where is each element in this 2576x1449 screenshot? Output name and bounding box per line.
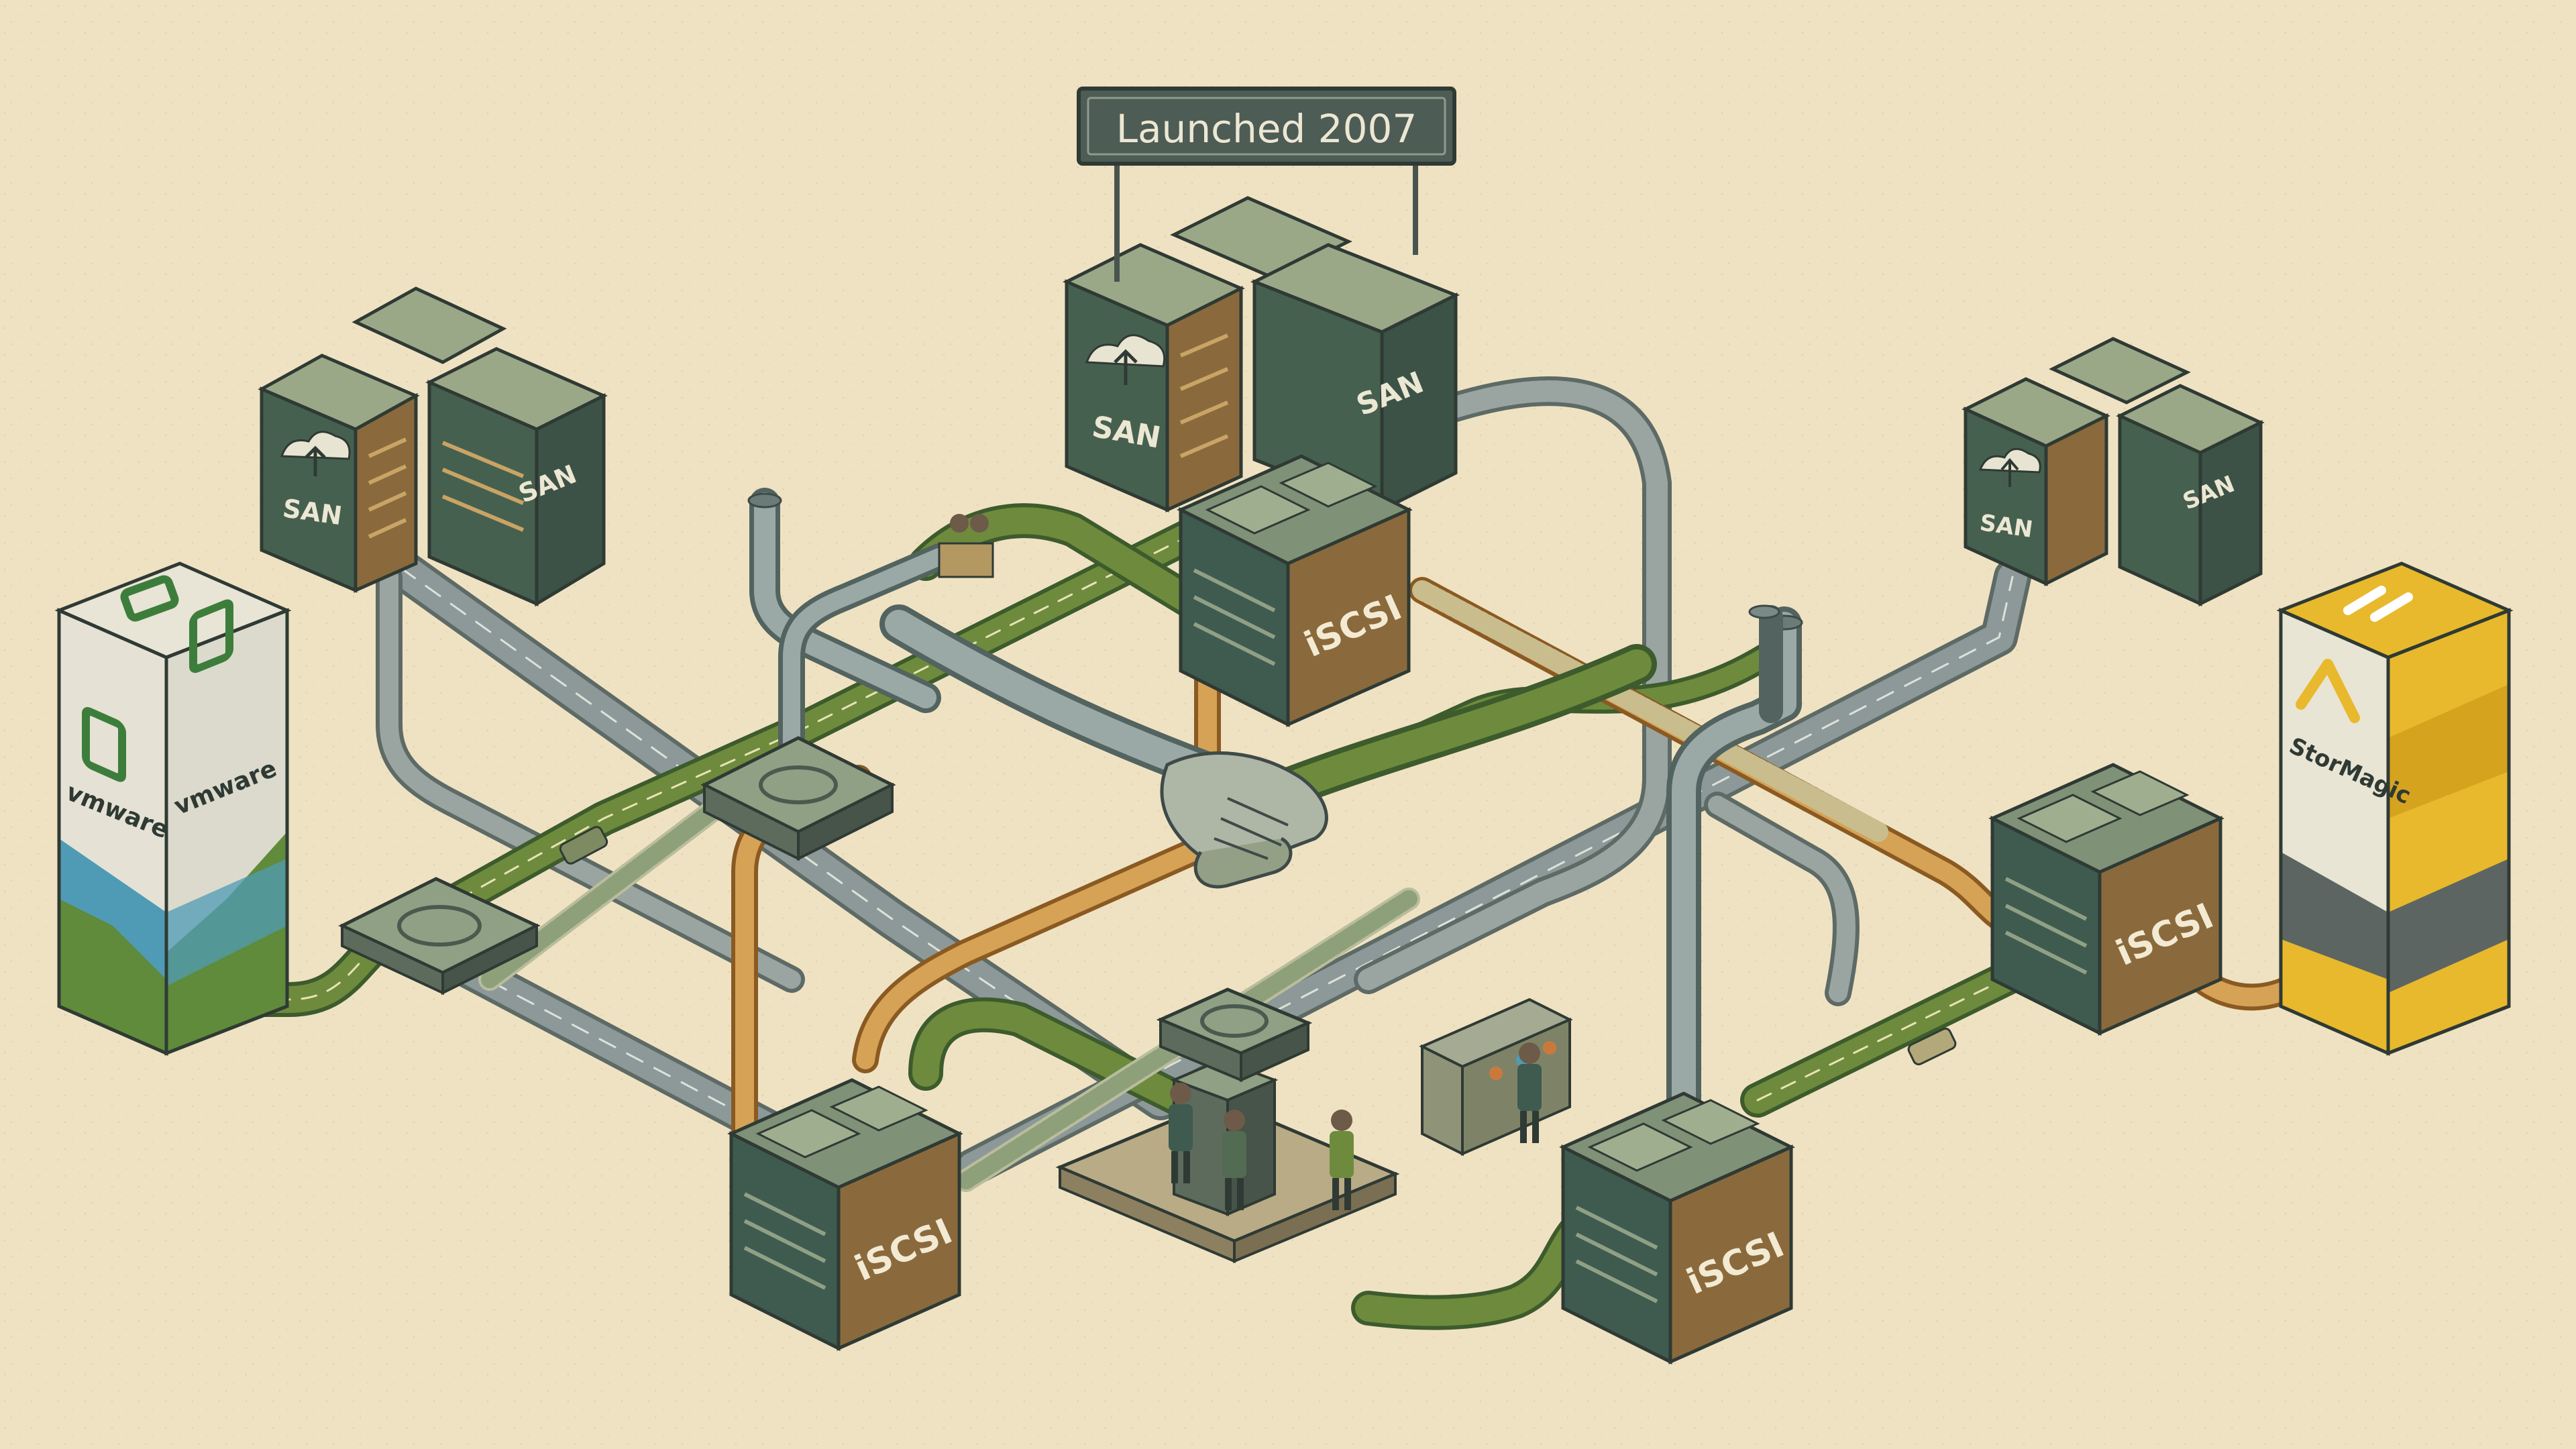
stormagic-pillar: StorMagic bbox=[2276, 561, 2514, 1056]
sync-icon bbox=[397, 905, 482, 947]
san-cluster-top: SAN SAN bbox=[1063, 196, 1460, 513]
handshake-icon bbox=[879, 604, 1657, 889]
person-icon bbox=[938, 514, 994, 578]
car-icon bbox=[559, 826, 608, 865]
banner-text: Launched 2007 bbox=[1116, 106, 1417, 152]
person-icon bbox=[1169, 1083, 1193, 1183]
people bbox=[938, 514, 1542, 1210]
san-cluster-right: SAN SAN bbox=[1962, 337, 2265, 607]
vmware-pillar: vmware vmware bbox=[54, 561, 292, 1056]
iscsi-cube-bottom: iSCSI bbox=[1559, 1091, 1795, 1365]
sync-icon bbox=[759, 765, 838, 804]
vmware-logo-icon bbox=[82, 575, 233, 782]
sync-hub-left bbox=[338, 877, 541, 996]
car-icon bbox=[1907, 1027, 1957, 1066]
stormagic-logo-icon bbox=[2296, 586, 2413, 723]
green-roads bbox=[204, 492, 2104, 1330]
person-icon bbox=[1222, 1110, 1246, 1210]
cloud-upload-icon bbox=[280, 431, 351, 476]
cloud-upload-icon bbox=[1085, 334, 1166, 385]
iscsi-cube-right: iSCSI bbox=[1988, 763, 2224, 1036]
gray-roads bbox=[356, 376, 2031, 1186]
san-cluster-left: SAN SAN bbox=[258, 286, 608, 607]
pipes bbox=[747, 488, 1803, 1165]
sync-icon bbox=[1200, 1004, 1269, 1038]
person-icon bbox=[1517, 1042, 1542, 1143]
cloud-upload-icon bbox=[1978, 447, 2041, 487]
iscsi-cube-top: iSCSI bbox=[1177, 454, 1413, 728]
person-icon bbox=[1330, 1110, 1354, 1210]
road-network bbox=[204, 376, 2334, 1330]
iscsi-cube-left: iSCSI bbox=[727, 1078, 963, 1352]
sync-hub-center bbox=[700, 736, 896, 861]
launch-banner: Launched 2007 bbox=[1077, 87, 1456, 282]
